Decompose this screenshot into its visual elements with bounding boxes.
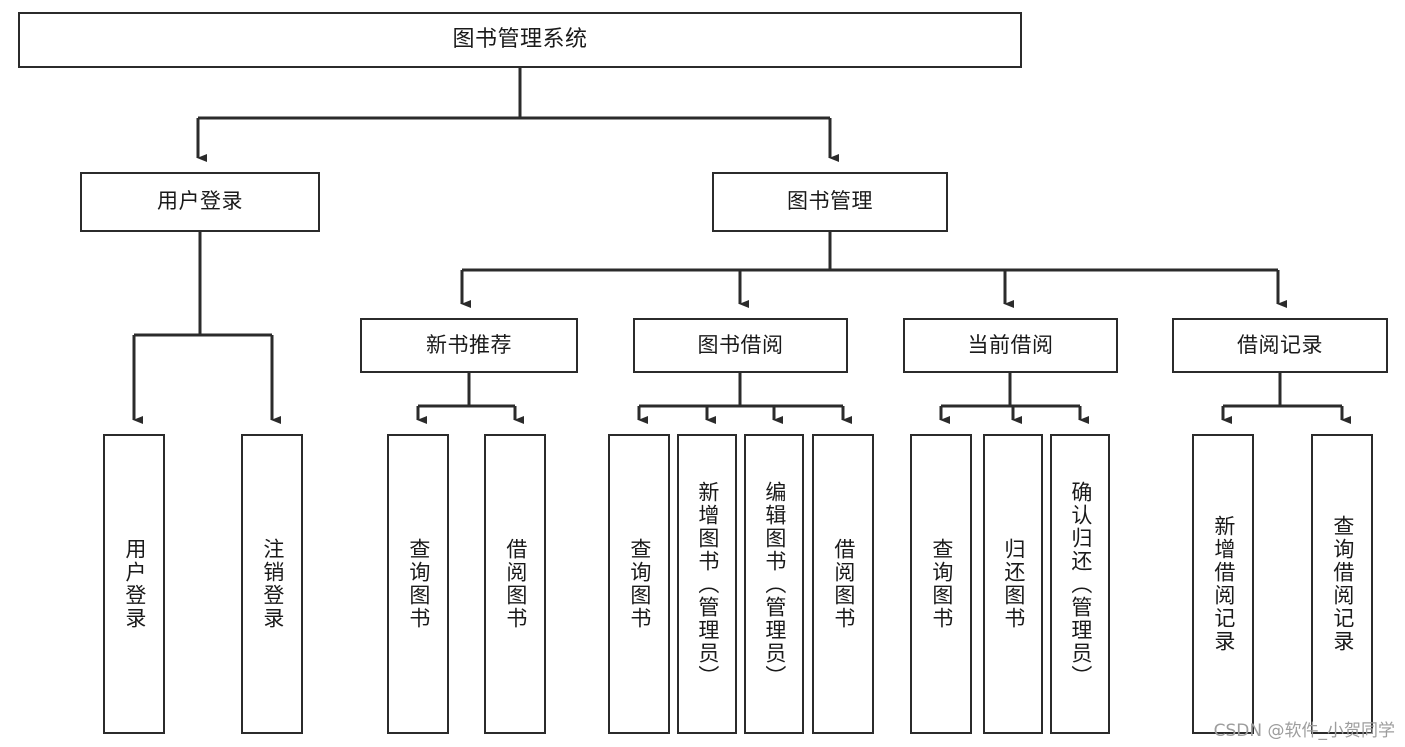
node-current-borrow[interactable]: 当前借阅	[903, 318, 1118, 373]
node-leaf-edit-book-admin-label: 编辑图书（管理员）	[762, 480, 787, 688]
node-leaf-borrow-book-label: 借阅图书	[831, 538, 856, 630]
node-leaf-borrow-book-recommend[interactable]: 借阅图书	[484, 434, 546, 734]
node-leaf-logout[interactable]: 注销登录	[241, 434, 303, 734]
node-root-label: 图书管理系统	[452, 26, 588, 52]
node-user-login-label: 用户登录	[157, 189, 243, 214]
node-leaf-add-book-admin-label: 新增图书（管理员）	[695, 480, 720, 688]
node-leaf-query-book-current-label: 查询图书	[929, 538, 954, 630]
node-leaf-query-book-current[interactable]: 查询图书	[910, 434, 972, 734]
node-book-manage[interactable]: 图书管理	[712, 172, 948, 232]
node-leaf-add-borrow-record[interactable]: 新增借阅记录	[1192, 434, 1254, 734]
node-new-book-recommend[interactable]: 新书推荐	[360, 318, 578, 373]
node-leaf-query-book-recommend[interactable]: 查询图书	[387, 434, 449, 734]
node-leaf-confirm-return-admin[interactable]: 确认归还（管理员）	[1050, 434, 1110, 734]
node-leaf-query-borrow-record-label: 查询借阅记录	[1330, 515, 1355, 653]
node-leaf-return-book[interactable]: 归还图书	[983, 434, 1043, 734]
node-leaf-borrow-book-recommend-label: 借阅图书	[503, 538, 528, 630]
node-leaf-confirm-return-admin-label: 确认归还（管理员）	[1068, 480, 1093, 688]
node-leaf-return-book-label: 归还图书	[1001, 538, 1026, 630]
node-leaf-user-login[interactable]: 用户登录	[103, 434, 165, 734]
node-user-login[interactable]: 用户登录	[80, 172, 320, 232]
node-leaf-borrow-book[interactable]: 借阅图书	[812, 434, 874, 734]
node-new-book-recommend-label: 新书推荐	[426, 332, 512, 357]
node-leaf-user-login-label: 用户登录	[122, 538, 147, 630]
node-root[interactable]: 图书管理系统	[18, 12, 1022, 68]
node-leaf-query-book-borrow[interactable]: 查询图书	[608, 434, 670, 734]
node-leaf-query-book-recommend-label: 查询图书	[406, 538, 431, 630]
node-leaf-add-book-admin[interactable]: 新增图书（管理员）	[677, 434, 737, 734]
node-leaf-edit-book-admin[interactable]: 编辑图书（管理员）	[744, 434, 804, 734]
node-leaf-query-borrow-record[interactable]: 查询借阅记录	[1311, 434, 1373, 734]
node-borrow-record[interactable]: 借阅记录	[1172, 318, 1388, 373]
node-book-manage-label: 图书管理	[787, 189, 873, 214]
node-borrow-record-label: 借阅记录	[1237, 332, 1323, 357]
node-current-borrow-label: 当前借阅	[967, 332, 1054, 357]
node-book-borrow[interactable]: 图书借阅	[633, 318, 848, 373]
node-leaf-query-book-borrow-label: 查询图书	[627, 538, 652, 630]
node-leaf-logout-label: 注销登录	[260, 538, 285, 630]
node-book-borrow-label: 图书借阅	[697, 332, 784, 357]
node-leaf-add-borrow-record-label: 新增借阅记录	[1211, 515, 1236, 653]
